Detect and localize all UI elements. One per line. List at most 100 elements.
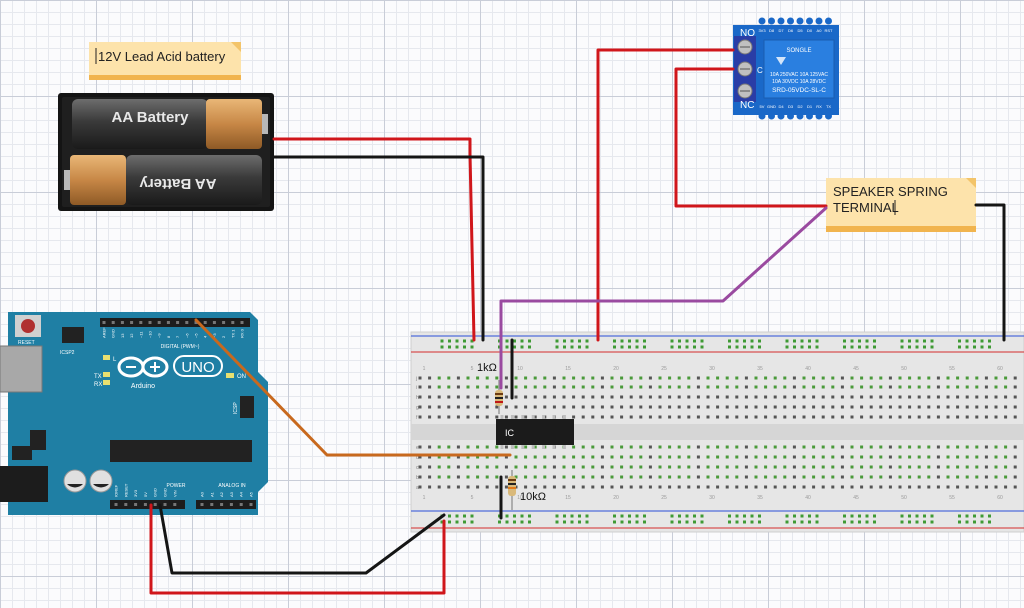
- breadboard-hole: [504, 445, 508, 449]
- breadboard-hole: [850, 415, 854, 419]
- rail-hole: [793, 520, 796, 524]
- relay-pin-label: D0: [807, 28, 813, 33]
- ic-leg: [500, 445, 504, 449]
- breadboard-hole: [543, 385, 547, 389]
- breadboard-hole: [860, 445, 864, 449]
- breadboard-hole: [648, 415, 652, 419]
- row-letter: i: [416, 385, 417, 391]
- breadboard-hole: [485, 415, 489, 419]
- breadboard-hole: [735, 485, 739, 489]
- breadboard-hole: [975, 415, 979, 419]
- breadboard-hole: [936, 385, 940, 389]
- breadboard-hole: [908, 385, 912, 389]
- breadboard-hole: [965, 455, 969, 459]
- rail-hole: [628, 339, 631, 343]
- rail-hole: [448, 520, 451, 524]
- breadboard-hole: [802, 445, 806, 449]
- relay-spec-1: 10A 250VAC 10A 125VAC: [770, 72, 828, 78]
- battery-cell-2-label: AA Battery: [139, 175, 217, 192]
- breadboard-hole: [629, 445, 633, 449]
- atmega-chip: [110, 440, 252, 462]
- power-pin: [153, 503, 157, 506]
- power-jack: [0, 466, 48, 502]
- relay-pin-label: GND: [767, 104, 776, 109]
- breadboard-hole: [802, 475, 806, 479]
- breadboard-hole: [965, 385, 969, 389]
- breadboard-hole: [1004, 485, 1008, 489]
- breadboard-hole: [783, 405, 787, 409]
- rail-hole: [528, 520, 531, 524]
- breadboard-hole: [754, 445, 758, 449]
- breadboard-hole: [831, 376, 835, 380]
- breadboard-hole: [668, 445, 672, 449]
- relay-pin: [825, 112, 832, 120]
- breadboard-hole: [466, 475, 470, 479]
- rail-hole: [808, 514, 811, 518]
- breadboard-hole: [812, 376, 816, 380]
- breadboard-hole: [658, 405, 662, 409]
- breadboard-hole: [840, 485, 844, 489]
- rail-hole: [785, 514, 789, 518]
- rail-hole: [973, 339, 976, 343]
- breadboard-hole: [418, 465, 422, 469]
- rail-hole: [865, 345, 869, 349]
- breadboard-hole: [476, 465, 480, 469]
- battery-cell-1-label: AA Battery: [112, 109, 190, 126]
- breadboard-hole: [725, 455, 729, 459]
- breadboard-hole: [476, 395, 480, 399]
- breadboard-hole: [821, 405, 825, 409]
- breadboard-hole: [975, 445, 979, 449]
- breadboard-hole: [744, 475, 748, 479]
- breadboard-hole: [821, 475, 825, 479]
- breadboard-hole: [552, 376, 556, 380]
- breadboard-hole: [821, 395, 825, 399]
- column-number: 25: [661, 495, 667, 501]
- breadboard-hole: [552, 465, 556, 469]
- rail-hole: [750, 339, 754, 343]
- breadboard-hole: [773, 485, 777, 489]
- breadboard-hole: [552, 395, 556, 399]
- analog-pin-label: A1: [209, 491, 214, 497]
- breadboard-hole: [984, 385, 988, 389]
- resistor-1k-label: 1kΩ: [477, 362, 497, 374]
- power-pin: [114, 503, 118, 506]
- rail-hole: [793, 345, 796, 349]
- breadboard-hole: [831, 395, 835, 399]
- rail-hole: [750, 514, 754, 518]
- breadboard-hole: [466, 485, 470, 489]
- breadboard-hole: [562, 405, 566, 409]
- breadboard-hole: [879, 465, 883, 469]
- breadboard-hole: [591, 445, 595, 449]
- analog-pin: [239, 503, 243, 506]
- breadboard-hole: [936, 465, 940, 469]
- breadboard-hole: [1013, 465, 1017, 469]
- breadboard-hole: [975, 485, 979, 489]
- breadboard-hole: [735, 385, 739, 389]
- breadboard-hole: [524, 475, 528, 479]
- battery-cell-2: AA Battery: [64, 155, 262, 205]
- relay-warning-icon: [776, 57, 786, 65]
- breadboard-hole: [504, 405, 508, 409]
- breadboard-hole: [821, 485, 825, 489]
- breadboard-hole: [677, 385, 681, 389]
- reset-button-cap: [21, 319, 35, 333]
- breadboard-hole: [648, 376, 652, 380]
- breadboard-hole: [514, 385, 518, 389]
- breadboard-hole: [716, 415, 720, 419]
- breadboard-hole: [485, 465, 489, 469]
- breadboard-hole: [888, 475, 892, 479]
- rail-hole: [858, 345, 861, 349]
- breadboard-hole: [879, 455, 883, 459]
- breadboard-hole: [504, 376, 508, 380]
- rail-hole: [643, 520, 646, 524]
- relay-model: SRD-05VDC-SL-C: [772, 87, 826, 94]
- breadboard-hole: [668, 485, 672, 489]
- breadboard-hole: [428, 465, 432, 469]
- breadboard-hole: [485, 376, 489, 380]
- breadboard-hole: [476, 385, 480, 389]
- relay-pin-label: D6: [788, 28, 794, 33]
- rail-hole: [693, 345, 696, 349]
- breadboard-hole: [620, 415, 624, 419]
- rail-hole: [988, 520, 991, 524]
